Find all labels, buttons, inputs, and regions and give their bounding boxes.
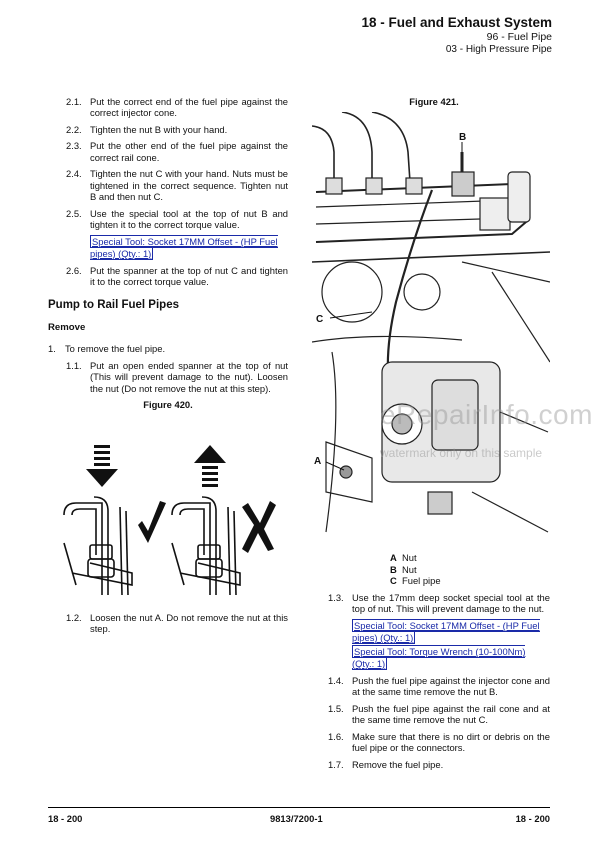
cross-icon (242, 501, 276, 553)
step-1-4: 1.4.Push the fuel pipe against the injec… (328, 674, 550, 698)
callout-b: B (459, 132, 466, 143)
chapter-title: 18 - Fuel and Exhaust System (361, 15, 552, 30)
arrow-up-icon (194, 445, 226, 487)
step-2-2: 2.2.Tighten the nut B with your hand. (66, 123, 228, 135)
step-2-5: 2.5.Use the special tool at the top of n… (66, 207, 288, 231)
special-tool-link-socket[interactable]: Special Tool: Socket 17MM Offset - (HP F… (90, 234, 278, 260)
figure-421-caption: Figure 421. (409, 96, 459, 107)
left-column: 2.1.Put the correct end of the fuel pipe… (48, 96, 288, 417)
right-column: 1.3.Use the 17mm deep socket special too… (328, 592, 550, 775)
footer-rule (48, 807, 550, 808)
figure-420-caption: Figure 420. (143, 399, 193, 411)
step-1-7: 1.7.Remove the fuel pipe. (328, 758, 444, 770)
footer-page-left: 18 - 200 (48, 813, 83, 824)
step-1-2: 1.2.Loosen the nut A. Do not remove the … (66, 612, 288, 635)
arrow-down-icon (86, 445, 118, 487)
step-2-4: 2.4.Tighten the nut C with your hand. Nu… (66, 168, 288, 203)
step-2-1: 2.1.Put the correct end of the fuel pipe… (66, 96, 288, 119)
watermark: eRepairInfo.com (380, 399, 593, 430)
callout-a: A (314, 456, 321, 467)
step-1-1: 1.1.Put an open ended spanner at the top… (66, 359, 288, 394)
step-1-2-wrap: 1.2.Loosen the nut A. Do not remove the … (48, 612, 288, 640)
figure-420-illustration (63, 445, 276, 596)
step-1-5: 1.5.Push the fuel pipe against the rail … (328, 702, 550, 726)
step-1-3: 1.3.Use the 17mm deep socket special too… (328, 592, 550, 615)
checkmark-icon (138, 501, 166, 543)
subsection-title-header: 03 - High Pressure Pipe (445, 44, 552, 55)
step-1-6: 1.6.Make sure that there is no dirt or d… (328, 730, 550, 754)
watermark-subtext: watermark only on this sample (380, 446, 543, 460)
step-1: 1.To remove the fuel pipe. (48, 343, 166, 355)
special-tool-link-torque-wrench[interactable]: Special Tool: Torque Wrench (10-100Nm) (… (352, 644, 526, 670)
section-heading: Pump to Rail Fuel Pipes (48, 298, 179, 311)
callout-c: C (316, 314, 323, 325)
remove-heading: Remove (48, 321, 86, 333)
footer-page-right: 18 - 200 (515, 813, 550, 824)
special-tool-link-socket-2[interactable]: Special Tool: Socket 17MM Offset - (HP F… (352, 618, 540, 644)
step-2-3: 2.3.Put the other end of the fuel pipe a… (66, 140, 288, 163)
step-2-6: 2.6.Put the spanner at the top of nut C … (66, 264, 288, 288)
page-header: 18 - Fuel and Exhaust System 96 - Fuel P… (361, 14, 552, 56)
section-title-header: 96 - Fuel Pipe (486, 31, 552, 43)
footer-doc-number: 9813/7200-1 (270, 813, 323, 824)
figure-421-illustration: B C A (312, 112, 550, 548)
